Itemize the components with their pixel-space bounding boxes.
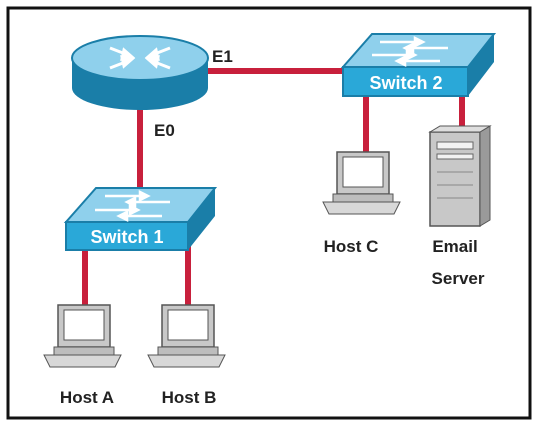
port-label-e0: E0 [154, 121, 175, 140]
switch1-label: Switch 1 [90, 227, 163, 247]
email-server-label-line2: Server [432, 269, 485, 288]
email-server-icon [428, 125, 492, 227]
email-server-label-line1: Email [432, 237, 477, 256]
switch2-label: Switch 2 [369, 73, 442, 93]
switch2-icon: Switch 2 [340, 33, 497, 97]
host-b-computer-icon [147, 304, 226, 368]
host-c-computer-icon [322, 151, 401, 215]
host-a-computer-icon [43, 304, 122, 368]
host-b-label: Host B [162, 388, 217, 407]
router-icon [71, 35, 209, 110]
switch1-icon: Switch 1 [63, 187, 218, 251]
host-c-label: Host C [324, 237, 379, 256]
port-label-e1: E1 [212, 47, 233, 66]
host-a-label: Host A [60, 388, 114, 407]
